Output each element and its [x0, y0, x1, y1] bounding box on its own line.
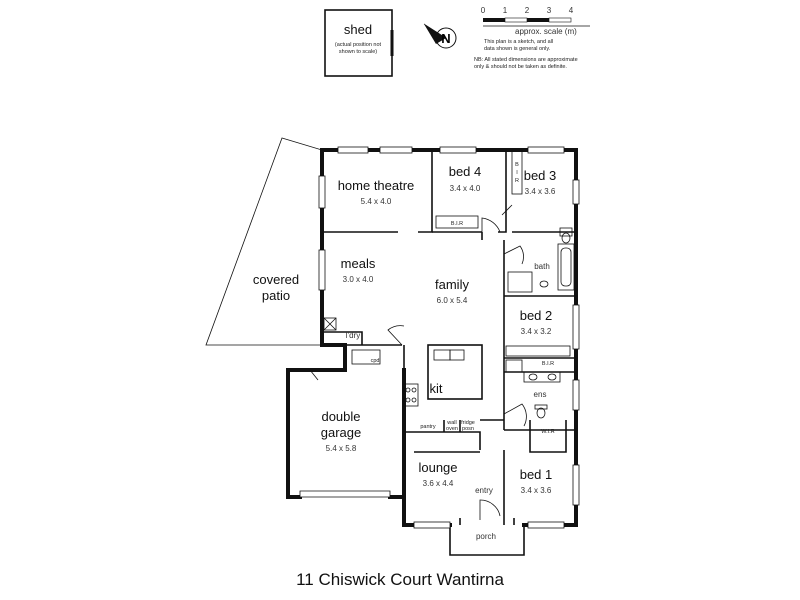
- scale-bar: 0 1 2 3 4 approx. scale (m) This plan is…: [474, 6, 590, 70]
- wall-oven-1: wall: [446, 420, 456, 426]
- windows: [318, 146, 580, 529]
- lounge-size: 3.6 x 4.4: [423, 479, 454, 488]
- bir-vertical-3: R: [515, 178, 519, 184]
- bath-label: bath: [534, 262, 550, 271]
- porch-label: porch: [476, 532, 496, 541]
- fixtures: [323, 149, 575, 419]
- bed3-size: 3.4 x 3.6: [525, 187, 556, 196]
- fridge-posn-1: fridge: [461, 420, 475, 426]
- bed3-label: bed 3: [524, 168, 557, 183]
- covered-patio-line-1: covered: [253, 272, 299, 287]
- garage-door: [299, 490, 391, 498]
- scale-note-3: NB: All stated dimensions are approximat…: [474, 57, 578, 63]
- entry-label: entry: [475, 486, 493, 495]
- scale-tick-4: 4: [569, 6, 574, 15]
- bed4-bir: B.I.R: [451, 221, 463, 227]
- bed4-size: 3.4 x 4.0: [450, 184, 481, 193]
- bed2-size: 3.4 x 3.2: [521, 327, 552, 336]
- scale-tick-1: 1: [503, 6, 508, 15]
- shed: shed (actual position not shown to scale…: [324, 9, 394, 77]
- scale-note-4: only & should not be taken as definite.: [474, 64, 567, 70]
- scale-tick-2: 2: [525, 6, 530, 15]
- scale-tick-3: 3: [547, 6, 552, 15]
- scale-tick-0: 0: [481, 6, 486, 15]
- bed1-label: bed 1: [520, 467, 553, 482]
- compass: N: [423, 23, 457, 49]
- family-size: 6.0 x 5.4: [437, 296, 468, 305]
- fridge-posn-2: posn: [462, 426, 474, 432]
- scale-note-2: data shown is general only.: [484, 46, 551, 52]
- bir-vertical-1: B: [515, 162, 519, 168]
- kit-label: kit: [430, 381, 443, 396]
- ens-label: ens: [534, 390, 547, 399]
- wir-label: W.I.R: [541, 429, 554, 435]
- property-title: 11 Chiswick Court Wantirna: [296, 570, 504, 589]
- covered-patio-outline: [205, 137, 323, 346]
- home-theatre-label: home theatre: [338, 178, 415, 193]
- home-theatre-size: 5.4 x 4.0: [361, 197, 392, 206]
- ldry-label: l'dry: [346, 331, 360, 340]
- garage-line-2: garage: [321, 425, 361, 440]
- shed-note-2: shown to scale): [339, 49, 377, 55]
- bir-vertical-2: I: [516, 170, 518, 176]
- meals-size: 3.0 x 4.0: [343, 275, 374, 284]
- shed-note-1: (actual position not: [335, 42, 382, 48]
- cpd-label: cpd: [371, 358, 380, 364]
- bed2-label: bed 2: [520, 308, 553, 323]
- meals-label: meals: [341, 256, 376, 271]
- scale-note-1: This plan is a sketch, and all: [484, 39, 553, 45]
- scale-label: approx. scale (m): [515, 27, 577, 36]
- room-labels: home theatre 5.4 x 4.0 bed 4 3.4 x 4.0 B…: [253, 162, 556, 541]
- garage-size: 5.4 x 5.8: [326, 444, 357, 453]
- wall-oven-2: oven: [446, 426, 458, 432]
- doors: [309, 204, 527, 520]
- bed2-bir: B.I.R: [542, 361, 554, 367]
- compass-letter: N: [441, 31, 450, 46]
- pantry-label: pantry: [420, 424, 436, 430]
- garage-line-1: double: [321, 409, 360, 424]
- bed4-label: bed 4: [449, 164, 482, 179]
- bed1-size: 3.4 x 3.6: [521, 486, 552, 495]
- lounge-label: lounge: [418, 460, 457, 475]
- covered-patio-line-2: patio: [262, 288, 290, 303]
- family-label: family: [435, 277, 469, 292]
- shed-label: shed: [344, 22, 372, 37]
